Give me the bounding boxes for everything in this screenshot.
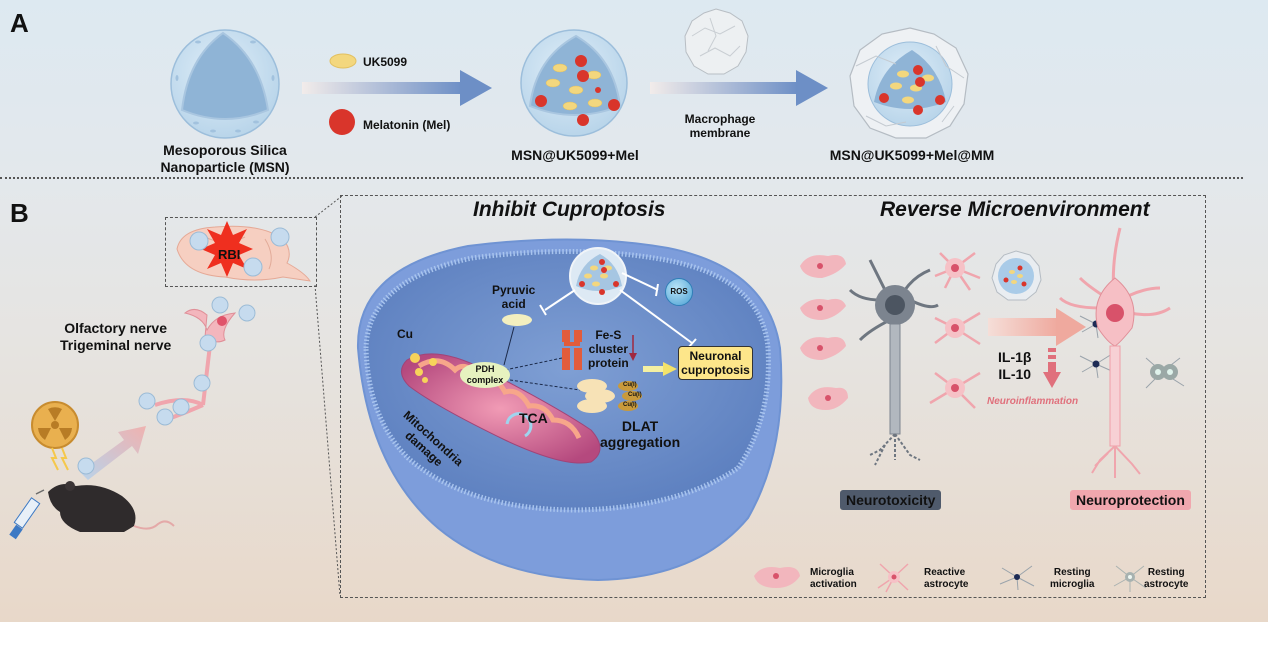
reactive-astrocyte-icon [877,563,909,593]
fes-line2: cluster [588,342,629,356]
fe-s-cluster-icon [562,330,582,370]
radiation-icon [31,401,79,449]
membrane-label: Macrophage membrane [672,112,768,140]
panel-a-letter: A [10,8,29,38]
neurotoxicity-badge: Neurotoxicity [840,490,942,510]
legend-line1: Resting [1053,567,1091,578]
loading-arrow [302,70,492,106]
pyruvic-line1: Pyruvic [492,283,536,297]
pdh-line2: complex [466,375,504,385]
coated-msn-label: MSN@UK5099+Mel@MM [829,147,995,163]
msn-label: Mesoporous Silica Nanoparticle (MSN) [140,142,310,176]
fes-line1: Fe-S [595,328,622,342]
healthy-neuron-icon [1058,227,1171,478]
neuronal-line2: cuproptosis [681,363,750,377]
il10-label: IL-10 [998,366,1032,382]
legend-item-resting-microglia: Resting microglia [1050,567,1094,591]
neuron-cell-icon [356,238,783,582]
msn-nanoparticle-icon [170,29,280,139]
tca-label: TCA [519,410,548,426]
legend-line1: Reactive [924,567,966,578]
reactive-astrocyte-cells [929,252,981,409]
uk5099-label: UK5099 [363,55,408,69]
neuroprotection-badge: Neuroprotection [1070,490,1191,510]
pyruvic-acid-label: Pyruvic acid [492,283,535,311]
cu-label: Cu [397,327,413,341]
reversal-arrow [988,308,1086,346]
damaged-neuron-icon [848,259,939,466]
nerve-pathway-icon [138,296,256,426]
cell-nanoparticle-icon [569,247,627,305]
legend-item-reactive-astrocyte: Reactive astrocyte [924,567,968,591]
microglia-activation-icon [754,567,800,588]
membrane-label-line2: membrane [689,126,751,140]
cu1-label-2: Cu(I) [628,392,642,398]
activated-microglia-cells [800,255,848,410]
yellow-arrow-icon [643,362,677,376]
nerve-label-line1: Olfactory nerve [64,320,167,336]
microenvironment-title: Reverse Microenvironment [880,198,1150,221]
down-arrow-icon [629,335,637,361]
pdh-line1: PDH [475,364,495,374]
cu1-label-1: Cu(I) [623,382,637,388]
msn-label-line1: Mesoporous Silica [163,142,287,158]
mitochondria-icon [401,353,601,464]
legend-line2: microglia [1050,579,1095,590]
syringe-icon [9,489,45,540]
pdh-complex-badge: PDH complex [460,362,510,388]
neuronal-cuproptosis-box: Neuronal cuproptosis [678,346,753,380]
nerve-label: Olfactory nerve Trigeminal nerve [60,320,171,354]
microenvironment-nanoparticle-icon [991,250,1042,301]
legend-line2: activation [810,579,857,590]
cuproptosis-title: Inhibit Cuproptosis [473,198,666,221]
neuroinflammation-label: Neuroinflammation [987,396,1079,407]
legend-item-microglia-activation: Microglia activation [810,567,857,591]
neuronal-line1: Neuronal [689,349,742,363]
resting-microglia-icon [999,565,1035,591]
dlat-line1: DLAT [621,418,659,434]
administration-arrow [77,426,146,480]
panel-separator [0,177,1243,179]
legend-line2: astrocyte [924,579,969,590]
ros-badge: ROS [665,278,693,306]
membrane-label-line1: Macrophage [684,112,756,126]
dlat-aggregation-label: DLAT aggregation [600,418,680,450]
mouse-icon [48,481,175,532]
pyruvic-acid-icon [502,314,532,326]
resting-astrocyte-icon [1113,565,1147,592]
cytokine-labels: IL-1β IL-10 [998,349,1031,383]
dlat-icon [577,379,642,413]
melatonin-icon [329,109,355,135]
legend-line1: Resting [1147,567,1185,578]
panel-b-letter: B [10,198,29,228]
brain-inset-box [165,217,317,287]
coated-msn-icon [849,27,969,139]
msn-label-line2: Nanoparticle (MSN) [160,159,290,175]
cu1-label-3: Cu(I) [623,402,637,408]
dlat-line2: aggregation [600,434,681,450]
rbi-label: RBI [218,247,241,262]
uk5099-icon [329,53,357,69]
resting-glia-cells [1079,313,1185,389]
legend-line2: astrocyte [1144,579,1189,590]
lightning-icon [50,447,69,471]
loaded-msn-icon [520,29,628,137]
legend-line1: Microglia [810,567,854,578]
decrease-arrow-icon [1043,348,1061,388]
mechanism-box [340,195,1206,598]
loaded-msn-label: MSN@UK5099+Mel [511,147,639,163]
macrophage-membrane-icon [684,8,749,75]
fes-line3: protein [588,356,629,370]
legend-item-resting-astrocyte: Resting astrocyte [1144,567,1188,591]
brain-icon [176,221,311,282]
coating-arrow [650,70,828,106]
il1b-label: IL-1β [998,349,1032,365]
fe-s-label: Fe-S cluster protein [588,328,629,370]
pyruvic-line2: acid [501,297,526,311]
nerve-label-line2: Trigeminal nerve [60,337,172,353]
melatonin-label: Melatonin (Mel) [363,118,451,132]
